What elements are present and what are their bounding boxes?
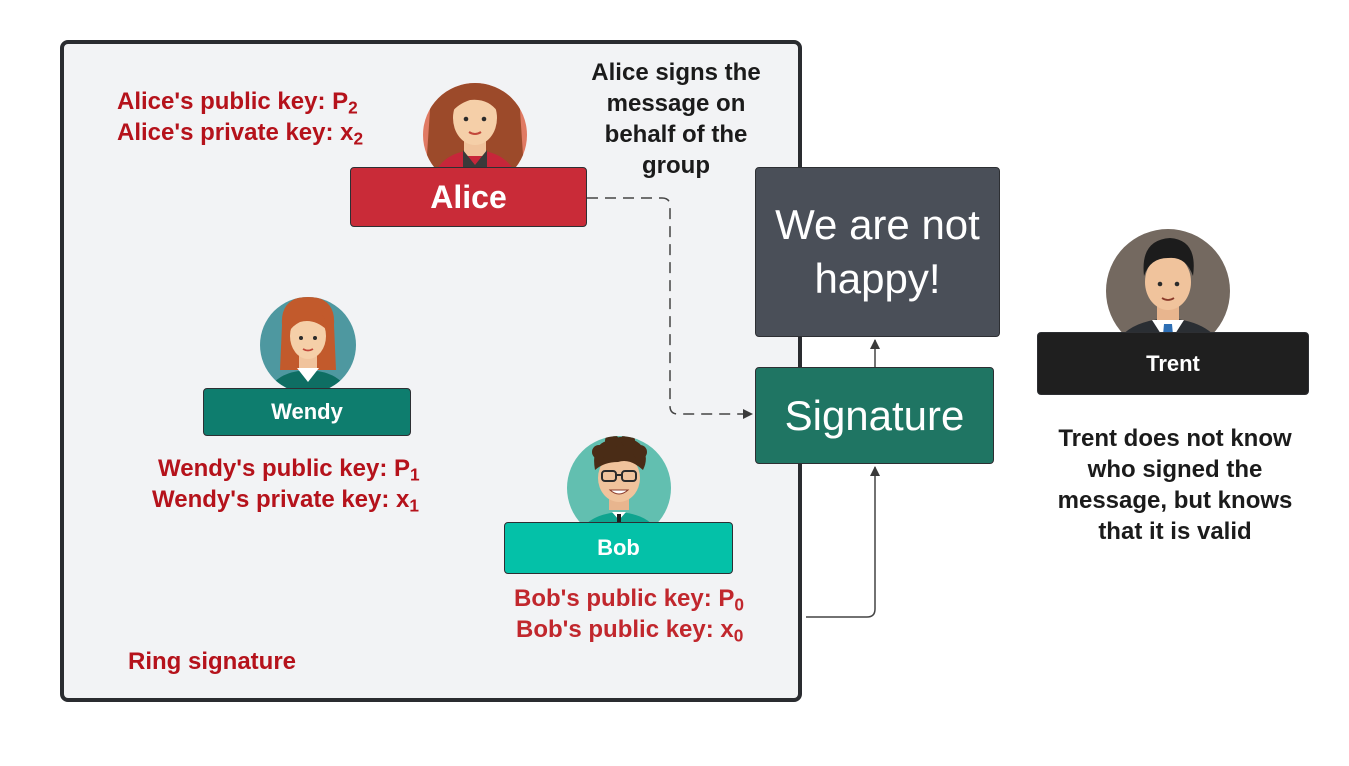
alice-private-key: Alice's private key: x2 bbox=[117, 119, 364, 149]
bob-name-box: Bob bbox=[504, 522, 733, 574]
trent-name-box: Trent bbox=[1037, 332, 1309, 395]
bob-public-key: Bob's public key: P0 bbox=[514, 585, 745, 615]
alice-public-key: Alice's public key: P2 bbox=[117, 88, 358, 118]
alice-avatar-icon bbox=[423, 83, 527, 187]
trent-caption: Trent does not know who signed the messa… bbox=[1057, 425, 1293, 545]
wendy-private-key: Wendy's private key: x1 bbox=[152, 486, 419, 516]
alice-caption: Alice signs the message on behalf of the… bbox=[591, 59, 761, 179]
bob-keys: Bob's public key: P0 Bob's public key: x… bbox=[510, 583, 780, 645]
bob-private-key: Bob's public key: x0 bbox=[516, 616, 744, 646]
message-box: We are not happy! bbox=[755, 167, 1000, 337]
bob-name: Bob bbox=[597, 535, 640, 560]
signature-box: Signature bbox=[755, 367, 994, 464]
wendy-keys: Wendy's public key: P1 Wendy's private k… bbox=[152, 453, 472, 515]
trent-name: Trent bbox=[1146, 350, 1200, 376]
alice-name-box: Alice bbox=[350, 167, 587, 227]
signature-text: Signature bbox=[784, 391, 965, 439]
wendy-avatar-icon bbox=[260, 297, 356, 393]
alice-to-signature-arrow bbox=[587, 197, 753, 419]
ring-signature-label: Ring signature bbox=[128, 648, 297, 675]
wendy-public-key: Wendy's public key: P1 bbox=[158, 455, 420, 485]
alice-name: Alice bbox=[430, 178, 507, 215]
message-text: We are not happy! bbox=[775, 201, 980, 302]
alice-keys: Alice's public key: P2 Alice's private k… bbox=[117, 86, 407, 148]
wendy-name: Wendy bbox=[271, 399, 343, 424]
bob-to-signature-arrow bbox=[806, 466, 880, 618]
wendy-name-box: Wendy bbox=[203, 388, 411, 436]
